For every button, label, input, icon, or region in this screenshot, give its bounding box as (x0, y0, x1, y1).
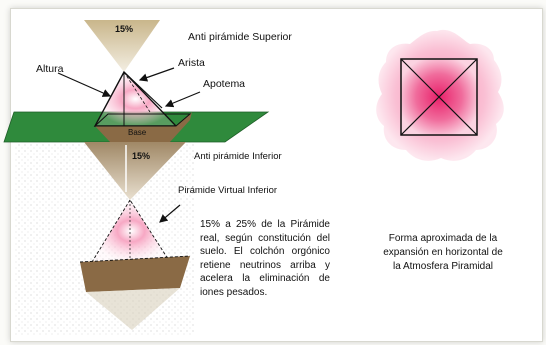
atmosphere-expansion (376, 29, 504, 161)
description-paragraph: 15% a 25% de la Pirámide real, según con… (200, 219, 330, 298)
percent-mid-label: 15% (132, 151, 151, 161)
arista-label: Arista (178, 57, 205, 69)
altura-arrow (57, 72, 112, 97)
virtual-inferior-label: Pirámide Virtual Inferior (178, 185, 278, 196)
bottom-cone (86, 288, 180, 330)
apotema-label: Apotema (203, 78, 246, 90)
arista-arrow (138, 67, 175, 82)
pyramid-apothem-line (123, 71, 151, 113)
virtual-arrow (159, 204, 181, 223)
anti-inferior-label: Anti pirámide Inferior (194, 151, 282, 162)
anti-pyramid-superior (84, 20, 160, 72)
altura-label: Altura (36, 63, 64, 75)
anti-pyramid-inferior (84, 142, 186, 200)
virtual-base-line (79, 255, 191, 263)
base-label: Base (128, 128, 147, 137)
virtual-base-soil (80, 256, 190, 292)
anti-superior-label: Anti pirámide Superior (188, 31, 292, 43)
pyramid-edge (123, 71, 163, 109)
percent-top-label: 15% (115, 24, 134, 34)
expansion-caption: Forma aproximada de la expansión en hori… (383, 233, 503, 272)
pyramid-base-soil (95, 112, 192, 142)
apotema-arrow (164, 91, 201, 108)
main-pyramid (93, 70, 178, 127)
pyramid-base (93, 113, 192, 127)
